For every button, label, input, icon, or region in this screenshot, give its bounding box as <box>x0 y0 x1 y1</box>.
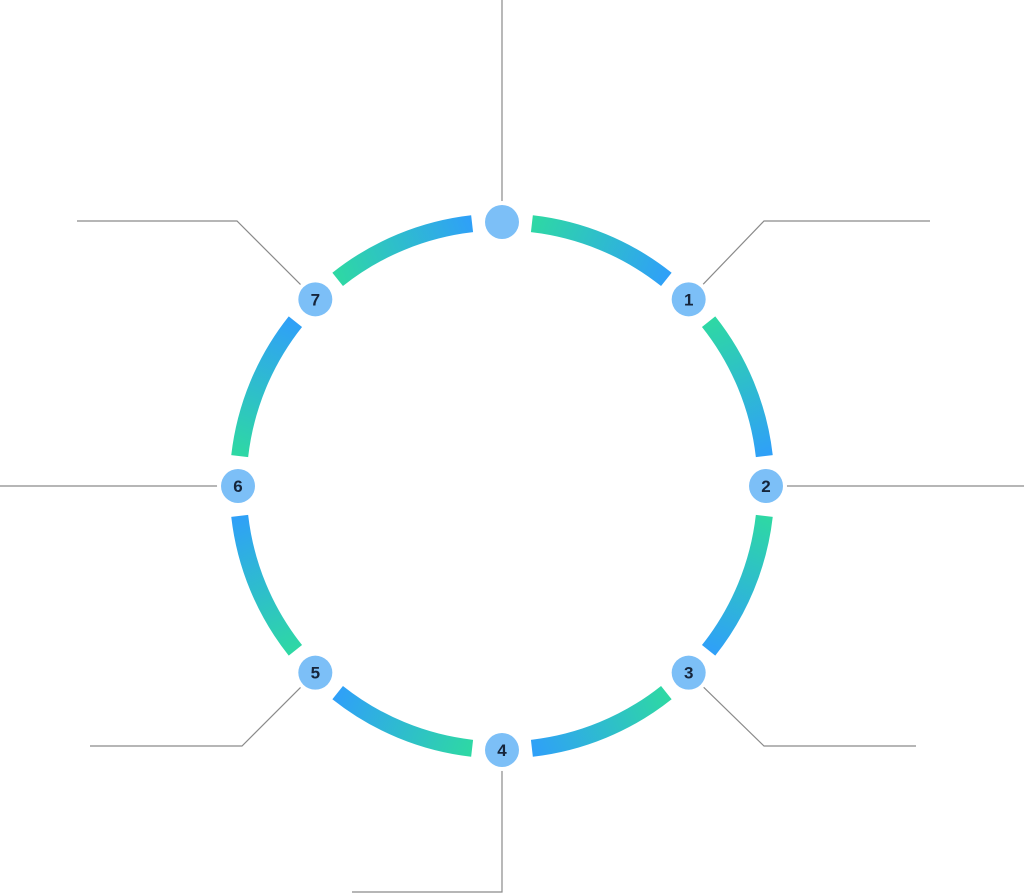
cycle-node-7: 7 <box>294 278 337 321</box>
ring-segment-7 <box>231 316 303 458</box>
ring-segment-8 <box>332 215 474 287</box>
ring-segment-2 <box>701 316 773 458</box>
ring-segment-3 <box>701 514 773 656</box>
cycle-ring <box>231 215 773 757</box>
node-label: 6 <box>233 477 242 496</box>
cycle-node-1: 1 <box>667 278 710 321</box>
cycle-node-2: 2 <box>745 465 787 507</box>
connector-line-1 <box>688 220 930 300</box>
cycle-node-top <box>481 201 523 243</box>
node-label: 7 <box>311 290 320 309</box>
ring-segment-6 <box>231 514 303 656</box>
connector-line-7 <box>77 220 316 300</box>
node-label: 4 <box>497 741 507 760</box>
connector-line-3 <box>688 672 916 747</box>
node-label: 1 <box>684 290 693 309</box>
ring-segment-1 <box>530 215 672 287</box>
node-label: 5 <box>311 664 320 683</box>
connector-line-5 <box>90 672 316 747</box>
cycle-node-6: 6 <box>217 465 259 507</box>
cycle-node-4: 4 <box>481 729 523 771</box>
node-label: 2 <box>761 477 770 496</box>
ring-segment-5 <box>332 685 474 757</box>
ring-segment-4 <box>530 685 672 757</box>
cycle-node-5: 5 <box>294 651 337 694</box>
cycle-node-3: 3 <box>667 651 710 694</box>
cycle-nodes: 1 2 3 4 5 6 7 <box>217 201 787 771</box>
node-label: 3 <box>684 664 693 683</box>
connector-line-4 <box>352 750 503 893</box>
